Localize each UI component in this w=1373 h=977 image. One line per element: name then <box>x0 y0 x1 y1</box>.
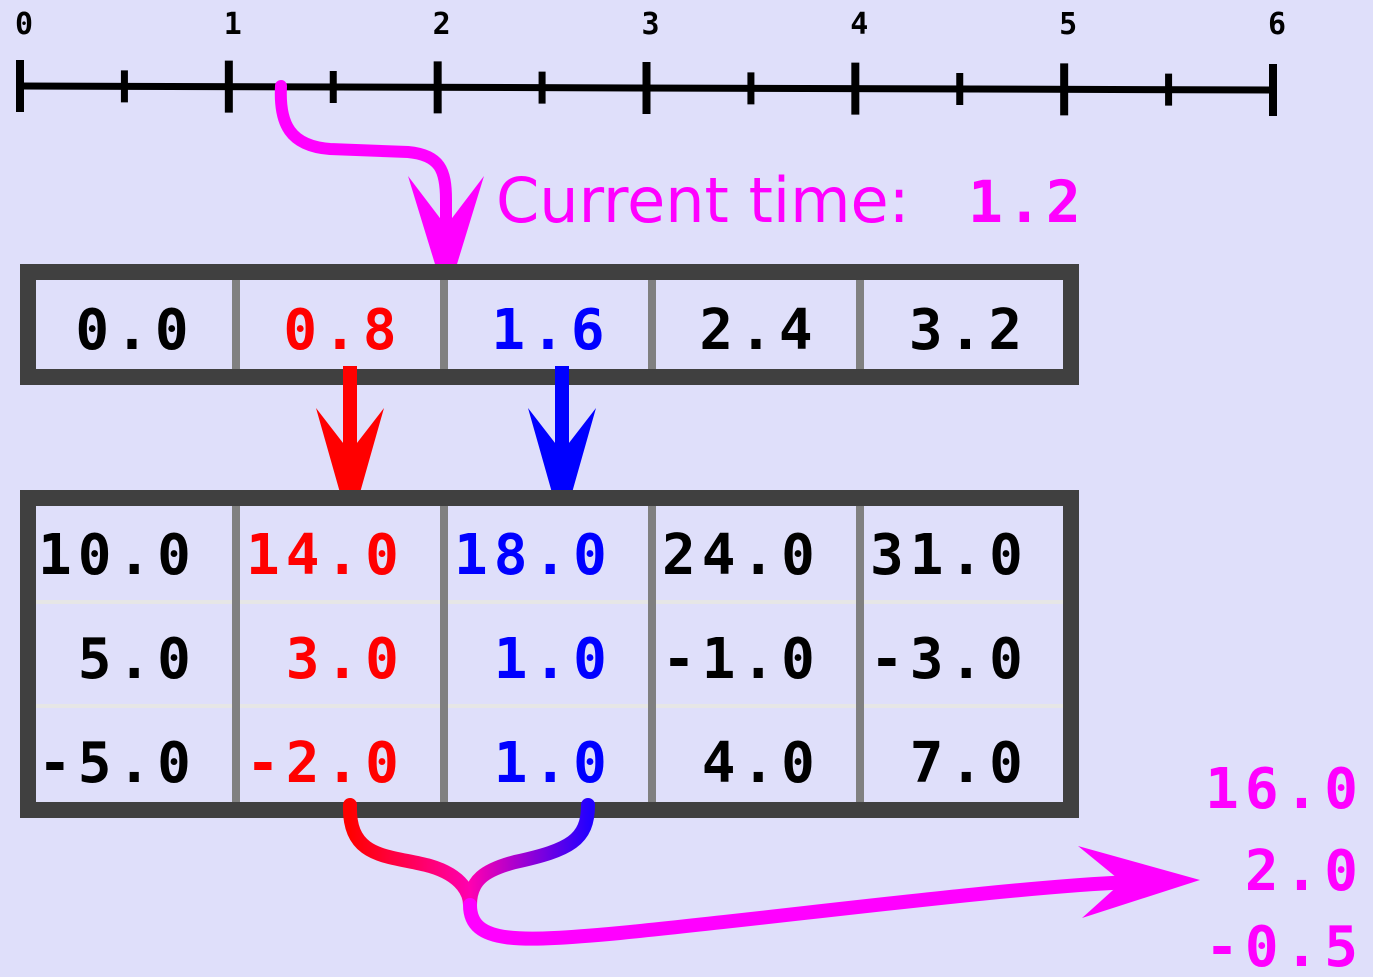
timeline-tick-labels: 0 1 2 3 4 5 6 <box>15 7 1286 42</box>
values-table: 10.0 14.0 18.0 24.0 31.0 5.0 3.0 1.0 -1.… <box>20 490 1079 818</box>
timeline-tick-label: 5 <box>1059 7 1077 42</box>
result-values: 16.0 2.0 -0.5 <box>1205 757 1364 977</box>
value-cell: 31.0 <box>870 523 1029 588</box>
result-value: -0.5 <box>1205 915 1364 977</box>
times-row-fill <box>28 272 1071 377</box>
timeline-tick-label: 3 <box>641 7 659 42</box>
timeline-tick-label: 6 <box>1268 7 1286 42</box>
value-cell: 3.0 <box>246 627 405 692</box>
value-cell: 1.0 <box>454 731 613 796</box>
value-cell: 7.0 <box>870 731 1029 796</box>
value-cell: 14.0 <box>246 523 405 588</box>
value-cell: -3.0 <box>870 627 1029 692</box>
timeline: 0 1 2 3 4 5 6 <box>15 7 1286 116</box>
value-cell: 1.0 <box>454 627 613 692</box>
current-time-label: Current time: <box>496 164 910 237</box>
lower-index-arrowhead <box>316 408 384 528</box>
result-value: 16.0 <box>1205 757 1364 822</box>
value-cell: -1.0 <box>662 627 821 692</box>
timeline-tick-label: 0 <box>15 7 33 42</box>
values-table-frame <box>20 490 1079 818</box>
values-table-row-separators <box>36 600 1063 708</box>
current-time-arrowhead <box>408 176 484 300</box>
value-cell: 10.0 <box>38 523 197 588</box>
current-time-pointer-arrow <box>274 80 452 298</box>
interpolation-result-arrow <box>463 875 1137 946</box>
timeline-tick-label: 1 <box>224 7 242 42</box>
current-time-value: 1.2 <box>968 168 1085 236</box>
time-cell: 3.2 <box>909 298 1028 363</box>
times-row-dividers <box>232 272 864 377</box>
time-cell-upper: 1.6 <box>491 298 610 363</box>
times-row: 0.0 0.8 1.6 2.4 3.2 <box>20 264 1079 385</box>
timeline-tick-label: 2 <box>433 7 451 42</box>
value-cell: 4.0 <box>662 731 821 796</box>
times-row-frame <box>20 264 1079 385</box>
time-cell: 2.4 <box>699 298 818 363</box>
result-value: 2.0 <box>1205 839 1364 904</box>
timeline-tick-label: 4 <box>850 7 868 42</box>
values-table-fill <box>28 498 1071 810</box>
interpolation-result-arrowhead <box>1078 846 1200 918</box>
value-cell: -5.0 <box>38 731 197 796</box>
time-cell: 0.0 <box>75 298 194 363</box>
values-table-column-dividers <box>232 498 864 810</box>
value-cell: 24.0 <box>662 523 821 588</box>
time-cell-lower: 0.8 <box>283 298 402 363</box>
value-cell: -2.0 <box>246 731 405 796</box>
upper-index-arrowhead <box>528 408 596 528</box>
timeline-ticks <box>16 60 1277 116</box>
value-cell: 18.0 <box>454 523 613 588</box>
value-cell: 5.0 <box>38 627 197 692</box>
interpolation-brace <box>342 798 595 906</box>
